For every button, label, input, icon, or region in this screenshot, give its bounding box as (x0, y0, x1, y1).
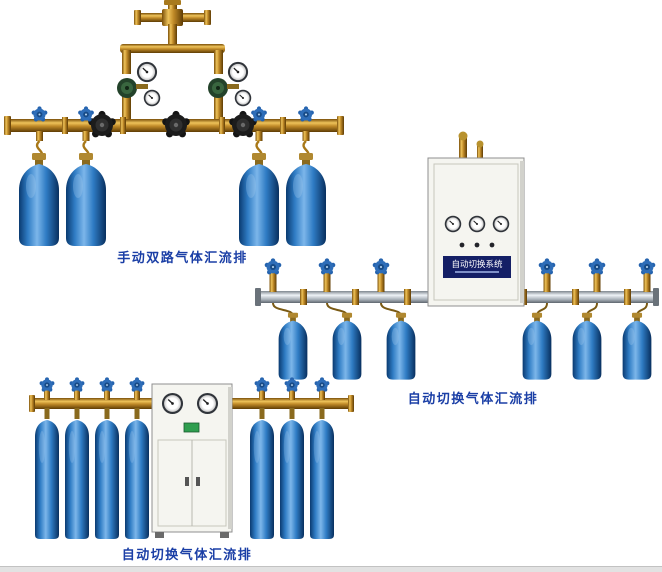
product-caption-auto-switch-wall: 自动切换气体汇流排 (407, 392, 539, 407)
cylinder-valve-handwheel-icon (372, 258, 390, 275)
gas-cylinder (65, 420, 89, 539)
page-bottom-divider (0, 566, 662, 572)
cylinder-valve-handwheel-icon (99, 377, 115, 392)
cylinder-valve-handwheel-icon (251, 106, 267, 122)
cylinder-valve-station (264, 258, 294, 317)
gas-cylinder (19, 153, 59, 246)
cylinder-valve-station (314, 377, 330, 419)
gas-cylinder (35, 420, 59, 539)
shutoff-valve-handwheel-icon (162, 110, 190, 138)
pressure-gauge-icon (143, 89, 161, 107)
cabinet-top-valve-icon (476, 140, 484, 148)
gas-cylinder (280, 420, 304, 539)
cylinder-valve-handwheel-icon (129, 377, 145, 392)
gas-cylinder (95, 420, 119, 539)
control-cabinet-floor (151, 383, 233, 538)
regulator-body (208, 78, 228, 98)
pressure-gauge-icon (136, 61, 158, 83)
pressure-gauge-icon (196, 392, 219, 415)
indicator-dot (474, 242, 480, 248)
gas-cylinder (310, 420, 334, 539)
cylinder-valve-station (69, 377, 85, 419)
gas-cylinder (572, 312, 602, 380)
pressure-gauge-icon (468, 215, 486, 233)
door-handle (185, 477, 189, 486)
door-handle (196, 477, 200, 486)
gas-cylinder (239, 153, 279, 246)
cabinet-door (433, 163, 519, 301)
cylinder-valve-station (39, 377, 55, 419)
shutoff-valve-handwheel-icon (88, 110, 116, 138)
cylinder-drop (251, 106, 267, 159)
indicator-dot (489, 242, 495, 248)
cylinder-valve-handwheel-icon (78, 106, 94, 122)
control-cabinet: 自动切换系统 (427, 131, 525, 307)
cylinder-valve-handwheel-icon (69, 377, 85, 392)
gas-cylinder (332, 312, 362, 380)
regulator-body (117, 78, 137, 98)
product-manual-dual-manifold (4, 0, 344, 246)
cylinder-valve-station (318, 258, 348, 317)
cylinder-valve-handwheel-icon (39, 377, 55, 392)
cylinder-valve-station (636, 258, 656, 317)
gas-cylinder (250, 420, 274, 539)
indicator-dot (459, 242, 465, 248)
shutoff-valve-handwheel-icon (229, 110, 257, 138)
pressure-regulator-left (117, 61, 161, 122)
gas-cylinder (286, 153, 326, 246)
cylinder-valve-handwheel-icon (314, 377, 330, 392)
gas-cylinder (278, 312, 308, 380)
pressure-regulator-right (208, 61, 252, 122)
gas-cylinder (622, 312, 652, 380)
cylinder-valve-station (372, 258, 402, 317)
status-display (183, 422, 200, 433)
gas-cylinder (522, 312, 552, 380)
product-auto-switch-manifold-wall: 自动切换系统 (255, 131, 659, 380)
gas-cylinder (66, 153, 106, 246)
cylinder-valve-handwheel-icon (538, 258, 556, 275)
cylinder-valve-handwheel-icon (588, 258, 606, 275)
cylinder-drop (298, 106, 314, 159)
cylinder-valve-handwheel-icon (264, 258, 282, 275)
cylinder-valve-station (536, 258, 556, 317)
cylinder-valve-handwheel-icon (31, 106, 48, 122)
pressure-gauge-icon (161, 392, 184, 415)
gas-cylinder (125, 420, 149, 539)
pressure-gauge-icon (227, 61, 249, 83)
cylinder-valve-handwheel-icon (298, 106, 314, 122)
cylinder-drop (31, 106, 48, 159)
gas-cylinder (386, 312, 416, 380)
product-caption-auto-switch-floor: 自动切换气体汇流排 (121, 548, 253, 563)
cylinder-valve-station (586, 258, 606, 317)
pressure-gauge-icon (492, 215, 510, 233)
cylinder-valve-station (284, 377, 300, 419)
cylinder-valve-station (254, 377, 270, 419)
cylinder-valve-handwheel-icon (318, 258, 336, 275)
product-auto-switch-manifold-floor (29, 377, 354, 539)
cylinder-drop (78, 106, 94, 159)
cabinet-label: 自动切换系统 (451, 259, 503, 270)
cabinet-top-valve-icon (458, 131, 468, 141)
pressure-gauge-icon (444, 215, 462, 233)
cylinder-valve-station (99, 377, 115, 419)
cylinder-valve-station (129, 377, 145, 419)
cylinder-valve-handwheel-icon (638, 258, 656, 275)
outlet-pipe-assembly (120, 0, 225, 74)
pressure-gauge-icon (234, 89, 252, 107)
cylinder-valve-handwheel-icon (254, 377, 270, 392)
product-caption-manual-dual: 手动双路气体汇流排 (117, 251, 248, 266)
